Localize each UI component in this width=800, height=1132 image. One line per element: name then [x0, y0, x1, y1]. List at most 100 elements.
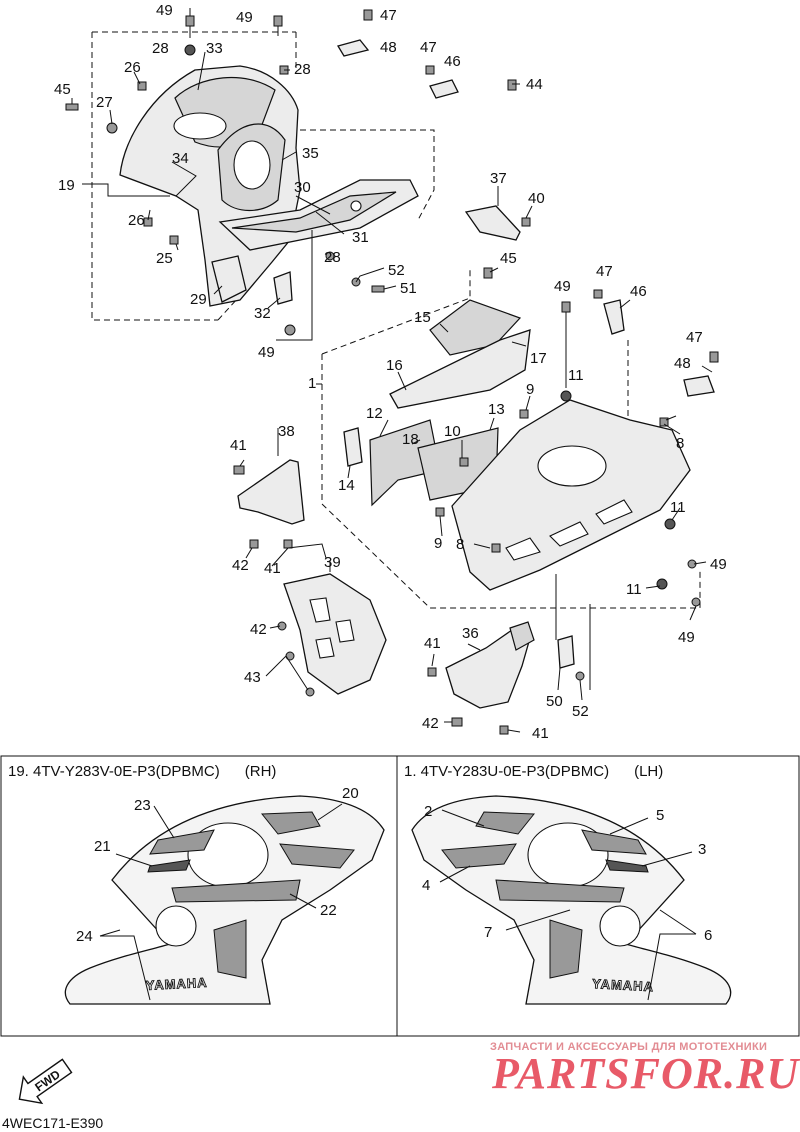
callout: 52 — [572, 703, 589, 720]
callout: 50 — [546, 693, 563, 710]
fasteners-lower — [435, 289, 719, 607]
upper-fairing-assembly — [65, 9, 531, 336]
lh-callout: 5 — [656, 807, 664, 824]
yamaha-mark-lh: YAMAHA — [592, 976, 655, 994]
bracket-38 — [237, 459, 305, 525]
rh-callout: 24 — [76, 928, 93, 945]
panel-16 — [389, 329, 531, 409]
callout: 29 — [190, 291, 207, 308]
lower-cowl-slot-3 — [595, 499, 633, 525]
callout: 26 — [124, 59, 141, 76]
callout: 38 — [278, 423, 295, 440]
callout: 1 — [308, 375, 316, 392]
yamaha-mark-rh: YAMAHA — [145, 975, 208, 993]
callout: 17 — [530, 350, 547, 367]
callout: 14 — [338, 477, 355, 494]
callout: 49 — [710, 556, 727, 573]
callout: 45 — [500, 250, 517, 267]
callout: 41 — [230, 437, 247, 454]
callout: 49 — [236, 9, 253, 26]
callout: 42 — [250, 621, 267, 638]
callout: 27 — [96, 94, 113, 111]
bracket-group-38 — [233, 428, 305, 549]
decal-panel-rh: 19. 4TV-Y283V-0E-P3(DPBMC) (RH) YAMAHA 2… — [8, 763, 385, 1005]
callout: 47 — [380, 7, 397, 24]
footer: FWD 4WEC171-E390 ЗАПЧАСТИ И АКСЕССУАРЫ Д… — [2, 1041, 800, 1131]
callout: 34 — [172, 150, 189, 167]
callout: 49 — [678, 629, 695, 646]
lower-cowl-slot-1 — [505, 537, 541, 561]
bracket-39 — [283, 573, 387, 695]
rh-callout: 21 — [94, 838, 111, 855]
callout: 8 — [676, 435, 684, 452]
callout: 33 — [206, 40, 223, 57]
callout: 18 — [402, 431, 419, 448]
callout: 47 — [420, 39, 437, 56]
leader-lines — [71, 8, 713, 733]
callout: 42 — [422, 715, 439, 732]
rh-callout: 20 — [342, 785, 359, 802]
panel-title-lh: 1. 4TV-Y283U-0E-P3(DPBMC) (LH) — [404, 763, 663, 780]
side-vent-hole — [233, 140, 271, 190]
decal-panel-frame — [0, 755, 800, 1037]
callout: 10 — [444, 423, 461, 440]
callout: 9 — [434, 535, 442, 552]
lh-callout: 4 — [422, 877, 430, 894]
lower-fairing-assembly — [321, 270, 719, 609]
callout: 31 — [352, 229, 369, 246]
callout: 47 — [686, 329, 703, 346]
callout: 51 — [400, 280, 417, 297]
callout: 11 — [626, 581, 642, 598]
callout: 44 — [526, 76, 543, 93]
bracket-37 — [464, 205, 521, 241]
callout: 41 — [424, 635, 441, 652]
stay-46-right — [603, 299, 625, 335]
callout: 49 — [156, 2, 173, 19]
callout: 8 — [456, 536, 464, 553]
bracket-36 — [445, 629, 531, 709]
callout: 37 — [490, 170, 507, 187]
callout: 30 — [294, 179, 311, 196]
callout: 49 — [554, 278, 571, 295]
watermark-logo: PARTSFOR.RU — [491, 1049, 800, 1098]
callout: 11 — [670, 499, 686, 516]
callout: 12 — [366, 405, 383, 422]
inner-cover-14 — [343, 427, 363, 467]
panel-title-rh: 19. 4TV-Y283V-0E-P3(DPBMC) (RH) — [8, 763, 276, 780]
lower-cowl-shell — [451, 399, 691, 591]
callout: 49 — [258, 344, 275, 361]
rh-callout: 22 — [320, 902, 337, 919]
lh-callout: 6 — [704, 927, 712, 944]
callout: 28 — [324, 249, 341, 266]
lower-cowl-vent — [537, 445, 607, 487]
callout: 11 — [568, 367, 584, 384]
callout: 25 — [156, 250, 173, 267]
callout: 41 — [264, 560, 281, 577]
bracket-group-36 — [427, 621, 585, 735]
callout: 28 — [294, 61, 311, 78]
watermark: ЗАПЧАСТИ И АКСЕССУАРЫ ДЛЯ МОТОТЕХНИКИ PA… — [490, 1041, 800, 1098]
callout: 35 — [302, 145, 319, 162]
lh-callout: 3 — [698, 841, 706, 858]
callout: 28 — [152, 40, 169, 57]
callout: 52 — [388, 262, 405, 279]
callout: 36 — [462, 625, 479, 642]
callout: 16 — [386, 357, 403, 374]
panel-12 — [369, 419, 441, 507]
fasteners-upper — [65, 9, 531, 336]
bracket-50 — [557, 635, 575, 669]
callout: 42 — [232, 557, 249, 574]
diagram-code: 4WEC171-E390 — [2, 1115, 103, 1131]
callout: 48 — [674, 355, 691, 372]
bracket-32 — [273, 271, 293, 305]
callout: 40 — [528, 190, 545, 207]
lh-callout: 2 — [424, 803, 432, 820]
callout: 39 — [324, 554, 341, 571]
upper-vent-hole — [173, 112, 227, 140]
callout: 41 — [532, 725, 549, 742]
stay-48-right — [683, 375, 715, 397]
decal-panel-lh: 1. 4TV-Y283U-0E-P3(DPBMC) (LH) YAMAHA 2 … — [404, 763, 732, 1005]
callout: 13 — [488, 401, 505, 418]
callout: 19 — [58, 177, 75, 194]
